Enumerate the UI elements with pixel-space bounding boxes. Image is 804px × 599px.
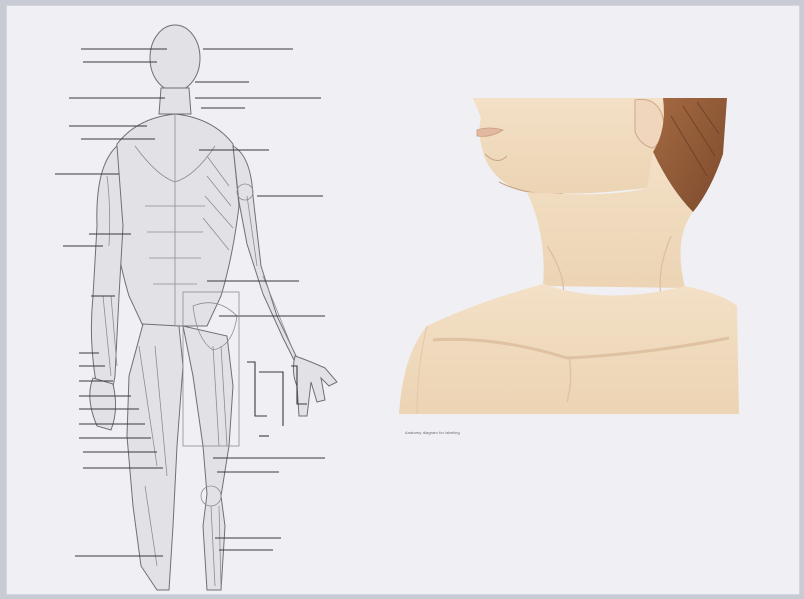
figure-caption: Anatomy diagram for labeling — [405, 430, 460, 435]
shoulders-chest — [399, 284, 739, 414]
worksheet-page: Anatomy diagram for labeling — [6, 5, 800, 595]
neck-and-shoulders-illustration — [7, 6, 801, 596]
